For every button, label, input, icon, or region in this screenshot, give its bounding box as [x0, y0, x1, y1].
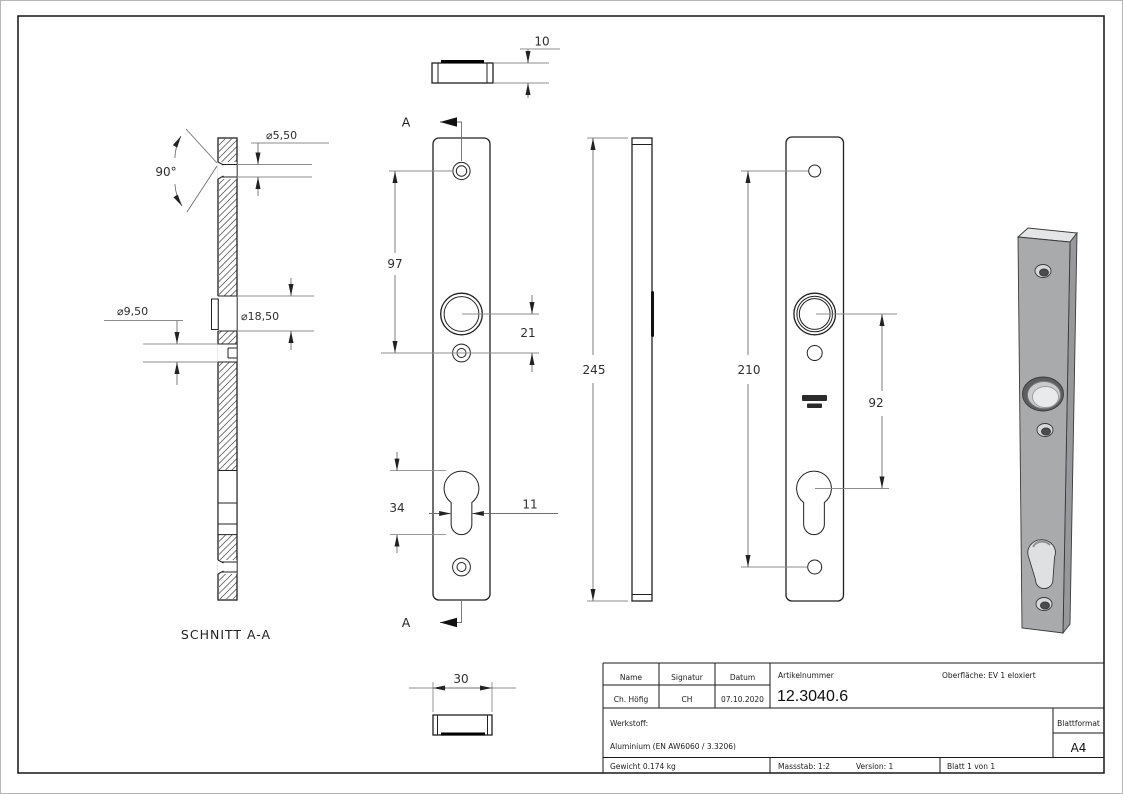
cut-label-a-bottom: A — [402, 615, 411, 630]
cut-label-a-top: A — [402, 115, 411, 130]
drawing-frame — [17, 15, 1105, 774]
title-block: Name Signatur Datum Ch. Höfig CH 07.10.2… — [602, 662, 1105, 774]
name-value: Ch. Höfig — [614, 695, 649, 704]
massstab-text: Massstab: 1:2 — [778, 762, 830, 771]
version-text: Version: 1 — [856, 762, 893, 771]
werkstoff-label: Werkstoff: — [610, 719, 648, 728]
side-view: 245 — [583, 137, 654, 602]
artikelnummer-label: Artikelnummer — [778, 671, 835, 680]
front-view: A A 97 21 34 11 — [381, 115, 558, 630]
datum-value: 07.10.2020 — [721, 695, 764, 704]
back-view: 210 92 — [738, 136, 897, 602]
dim-keyhole-height-34: 34 — [389, 501, 404, 515]
gewicht-text: Gewicht 0.174 kg — [610, 762, 676, 771]
dim-keyhole-width-11: 11 — [522, 498, 537, 512]
bottom-view: 30 — [409, 672, 516, 736]
engraved-brand-mark-line2 — [807, 403, 822, 408]
oberflaeche-text: Oberfläche: EV 1 eloxiert — [942, 671, 1036, 680]
signatur-label: Signatur — [671, 673, 704, 682]
dim-hole-spacing-210: 210 — [738, 363, 761, 377]
dim-width-30: 30 — [453, 672, 468, 686]
werkstoff-value: Aluminium (EN AW6060 / 3.3206) — [610, 742, 736, 751]
section-label: SCHNITT A-A — [181, 627, 271, 642]
name-label: Name — [620, 673, 643, 682]
engraved-brand-mark — [802, 395, 827, 401]
dim-large-hole-dia: ⌀18,50 — [241, 310, 279, 323]
signatur-value: CH — [682, 695, 693, 704]
blatt-text: Blatt 1 von 1 — [947, 762, 995, 771]
datum-label: Datum — [730, 673, 755, 682]
dim-small-hole-dia: ⌀9,50 — [117, 305, 148, 318]
blattformat-value: A4 — [1071, 741, 1087, 755]
dim-hole-spacing-97: 97 — [387, 257, 402, 271]
dim-cylinder-distance-92: 92 — [868, 396, 883, 410]
boss-profile — [651, 291, 654, 337]
blattformat-label: Blattformat — [1057, 719, 1100, 728]
artikelnummer-value: 12.3040.6 — [777, 688, 848, 705]
render-3d — [1016, 227, 1078, 635]
dim-countersink-dia: ⌀5,50 — [266, 129, 297, 142]
dim-hole-offset-21: 21 — [520, 326, 535, 340]
top-view: 10 — [431, 35, 560, 98]
dim-length-245: 245 — [583, 363, 606, 377]
keyhole-cutout-back — [796, 470, 832, 536]
section-view: 90° ⌀5,50 ⌀9,50 ⌀18,50 SCHNITT A-A — [104, 128, 329, 642]
dim-thickness-10: 10 — [534, 35, 549, 49]
keyhole-cutout — [443, 470, 480, 536]
dim-angle-90: 90° — [155, 165, 176, 179]
